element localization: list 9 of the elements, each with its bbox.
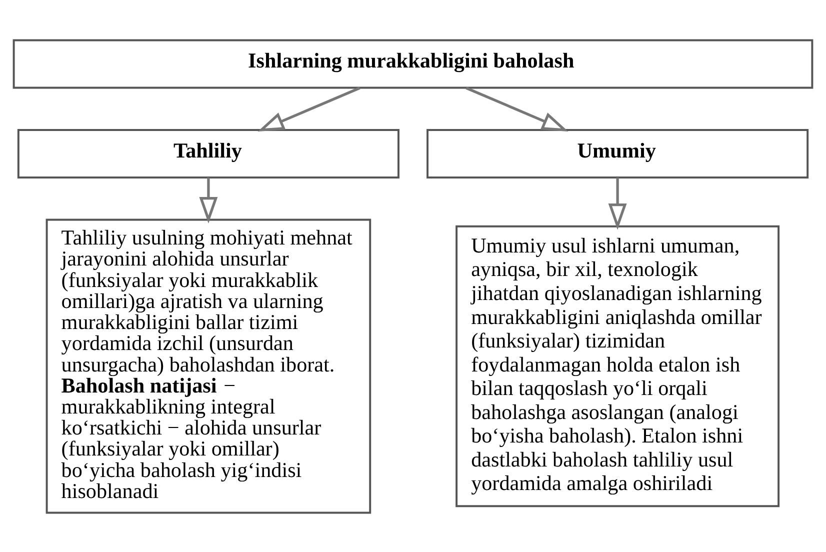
node-box: Tahliliy [17,128,400,178]
arrow [466,86,568,131]
arrow [258,86,360,131]
node-box: Tahliliy usulning mohiyati mehnat jarayonini alohida unsurlar (funksiyalar yoki murakkablik omillari)ga ajratish va ularning murakkabligini ballar tizimi yordamida izchil (unsurdan unsurgacha) baholashdan iborat. Baholash natijasi − murakkablikning integral ko‘rsatkichi − alohida unsurlar (funksiyalar yoki omillar) bo‘yicha baholash yig‘indisi hisoblanadi [46,218,372,514]
node-box: Umumiy [426,128,809,178]
node-box: Umumiy usul ishlarni umuman, ayniqsa, bir xil, texnologik jihatdan qiyoslanadigan ishlarning murakkabligini aniqlashda omillar (funksiyalar) tizimidan foydalanmagan holda etalon ish bilan taqqoslash yo‘li orqali baholashga asoslangan (analogi bo‘yisha baholash). Etalon ishni dastlabki baholash tahliliy usul yordamida amalga oshiriladi [456,224,780,507]
arrow [608,177,627,230]
arrow [199,177,218,223]
node-box: Ishlarning murakkabligini baholash [12,38,814,88]
